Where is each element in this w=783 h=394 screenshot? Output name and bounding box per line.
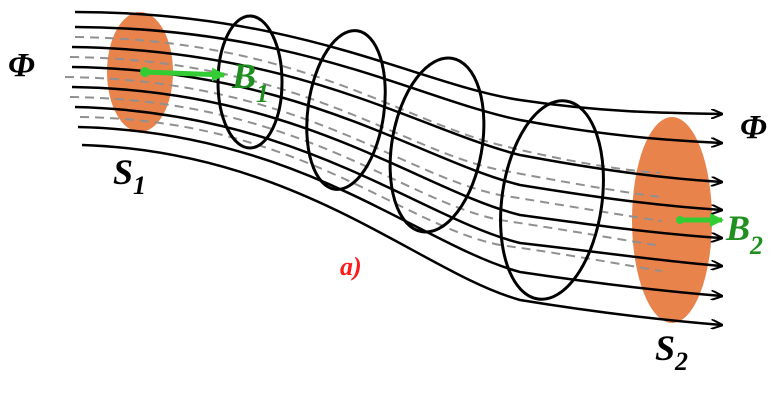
label-s1: S1 <box>113 152 146 200</box>
dashed-line <box>69 96 663 247</box>
field-line <box>74 25 722 143</box>
label-b1: B1 <box>231 56 269 108</box>
field-line <box>71 85 722 238</box>
flux-label-left: Φ <box>8 47 35 84</box>
field-line <box>71 65 722 210</box>
label-b2: B2 <box>725 208 763 260</box>
dashed-line <box>74 36 661 174</box>
label-b1-sub: 1 <box>256 79 269 108</box>
cross-section-ring <box>388 56 486 234</box>
label-s1-sub: 1 <box>133 171 146 200</box>
label-s1-letter: S <box>113 152 133 192</box>
label-b1-letter: B <box>231 56 256 96</box>
label-b2-letter: B <box>725 208 750 248</box>
field-lines <box>71 10 722 325</box>
label-s2-sub: 2 <box>674 347 688 376</box>
field-line <box>77 125 722 296</box>
caption-a: a) <box>340 252 362 281</box>
cross-section-ring <box>216 14 284 150</box>
cross-section-ring <box>499 99 605 301</box>
cross-section-rings <box>216 14 605 301</box>
field-line <box>71 45 722 182</box>
surface-s2 <box>632 117 712 323</box>
field-line <box>74 105 722 266</box>
label-s2-letter: S <box>655 328 675 368</box>
flux-label-right: Φ <box>740 109 767 146</box>
cross-section-ring <box>305 29 387 191</box>
field-line <box>81 143 722 325</box>
dashed-line <box>79 116 663 272</box>
vector-b1 <box>140 67 226 82</box>
label-b2-sub: 2 <box>749 231 763 260</box>
vector-b2 <box>676 213 724 227</box>
label-s2: S2 <box>655 328 688 376</box>
